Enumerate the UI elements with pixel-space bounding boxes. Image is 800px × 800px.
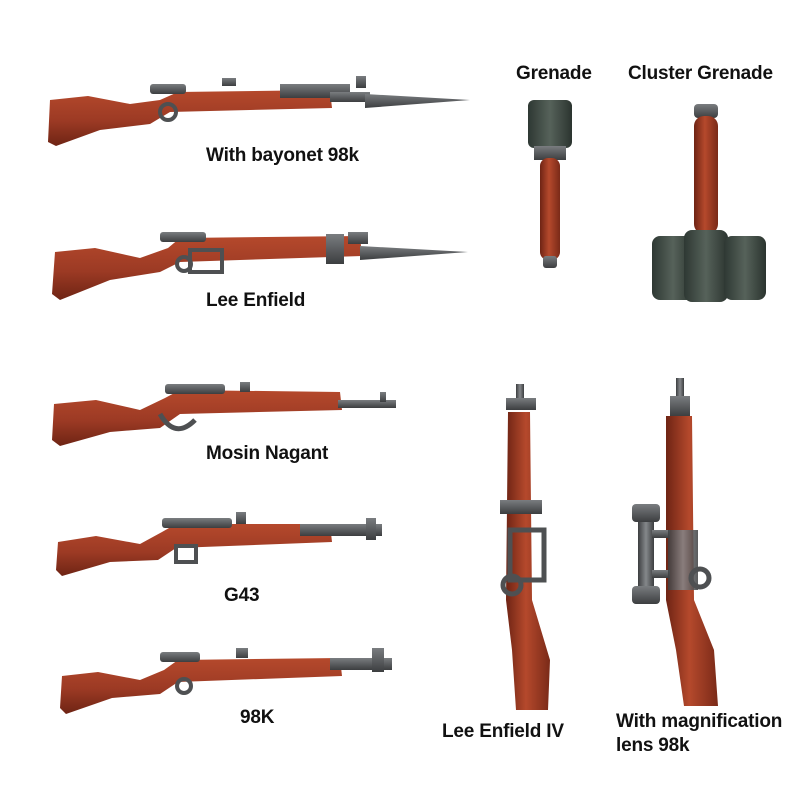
label-mosin-nagant: Mosin Nagant — [206, 443, 329, 464]
label-g43: G43 — [224, 585, 260, 606]
label-scoped-98k-line2: lens 98k — [616, 735, 690, 756]
lee-enfield-iv-rifle — [500, 384, 550, 710]
98k-rifle — [60, 648, 392, 714]
bayonet-98k-rifle — [48, 76, 470, 146]
label-lee-enfield-iv: Lee Enfield IV — [442, 721, 564, 742]
label-with-bayonet-98k: With bayonet 98k — [206, 145, 359, 166]
lee-enfield-rifle — [52, 232, 468, 300]
g43-rifle — [56, 512, 382, 576]
scoped-98k-rifle — [632, 378, 718, 706]
label-98k: 98K — [240, 707, 275, 728]
cluster-grenade-item — [652, 104, 766, 302]
label-lee-enfield: Lee Enfield — [206, 290, 306, 311]
mosin-nagant-rifle — [52, 382, 396, 446]
grenade-item — [528, 100, 572, 268]
label-cluster-grenade: Cluster Grenade — [628, 63, 773, 84]
label-grenade: Grenade — [516, 63, 592, 84]
label-scoped-98k-line1: With magnification — [616, 711, 783, 732]
